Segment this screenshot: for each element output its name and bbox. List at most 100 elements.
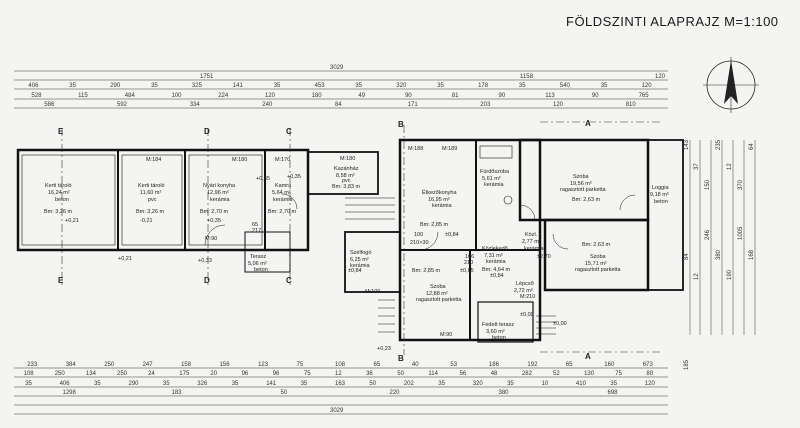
dim-bottom-row3: 410: [576, 381, 587, 387]
dim-top-row4: 586: [44, 102, 55, 108]
dim-bottom-row1: 186: [489, 362, 500, 368]
svg-text:Bm: 2,70 m: Bm: 2,70 m: [268, 209, 297, 215]
right-dimension-lines: [689, 140, 756, 335]
svg-text:ragasztott parketta: ragasztott parketta: [575, 267, 621, 273]
dim-bottom-row2: 175: [179, 371, 190, 377]
dim-right: 246: [705, 229, 711, 240]
dim-bottom-row3: 35: [438, 381, 445, 387]
dim-bottom-row4: 380: [499, 390, 510, 396]
dim-top-row2: 35: [151, 83, 158, 89]
svg-text:3,60 m²: 3,60 m²: [486, 329, 505, 335]
dim-bottom-row4: 698: [608, 390, 619, 396]
svg-text:kerámia: kerámia: [486, 259, 507, 265]
dim-top-row2: 35: [519, 83, 526, 89]
dim-bottom-row2: 96: [273, 371, 280, 377]
svg-text:M:100: M:100: [365, 289, 380, 295]
svg-text:kerámia: kerámia: [484, 182, 505, 188]
top-dimension-lines: [14, 70, 668, 109]
svg-text:Kamra: Kamra: [275, 183, 292, 189]
dim-bottom-row3: 35: [301, 381, 308, 387]
dim-top-row2: 325: [192, 83, 203, 89]
svg-text:±0,84: ±0,84: [490, 273, 504, 279]
svg-text:Szélfogó: Szélfogó: [350, 250, 371, 256]
dim-bottom-row1: 250: [104, 362, 115, 368]
svg-text:Kerti tároló: Kerti tároló: [138, 183, 165, 189]
svg-text:+0,23: +0,23: [377, 346, 391, 352]
dim-bottom-row2: 80: [646, 371, 653, 377]
svg-text:C: C: [286, 127, 292, 136]
dim-bottom-row3: 326: [197, 381, 208, 387]
dim-right: 37: [694, 163, 700, 170]
dim-bottom-row2: 282: [522, 371, 533, 377]
dim-bottom-row3: 120: [645, 381, 656, 387]
room-kozlekedo: Közlekedő 7,31 m² kerámia Bm: 4,64 m: [482, 246, 511, 273]
dim-top-row1: 120: [655, 74, 666, 80]
svg-text:M:180: M:180: [340, 156, 355, 162]
dim-top-row3: 528: [31, 93, 42, 99]
dim-top-row4: 592: [117, 102, 128, 108]
dim-bottom-row2: 96: [242, 371, 249, 377]
svg-text:M:90: M:90: [440, 332, 452, 338]
svg-text:±0,00: ±0,00: [553, 321, 567, 327]
dim-overall-top: 3029: [330, 65, 344, 71]
dim-top-row4: 120: [553, 102, 564, 108]
dim-bottom-row2: 114: [428, 371, 438, 377]
dim-right: 185: [684, 359, 690, 370]
dim-bottom-row1: 384: [66, 362, 77, 368]
svg-text:M:170: M:170: [275, 157, 290, 163]
dim-bottom-row3: 35: [610, 381, 617, 387]
svg-text:M:189: M:189: [442, 146, 457, 152]
room-kerti-tarolo-1: Kerti tároló 16,24 m² beton Bm: 3,26 m: [44, 183, 73, 215]
dim-bottom-row2: 20: [210, 371, 217, 377]
dim-bottom-row3: 35: [507, 381, 514, 387]
dim-bottom-row1: 108: [335, 362, 346, 368]
svg-text:Szoba: Szoba: [573, 174, 590, 180]
dim-top-row2: 35: [274, 83, 281, 89]
dim-bottom-row1: 156: [220, 362, 231, 368]
svg-text:M:180: M:180: [232, 157, 247, 163]
dim-top-row2: 540: [560, 83, 571, 89]
dim-bottom-row3: 35: [25, 381, 32, 387]
svg-text:Lépcső: Lépcső: [516, 281, 534, 287]
dim-top-row3: 90: [499, 93, 506, 99]
dim-top-row4: 171: [408, 102, 419, 108]
room-lepcso: Lépcső 2,72 m²: [514, 281, 534, 294]
svg-text:C: C: [286, 276, 292, 285]
svg-text:16,24 m²: 16,24 m²: [48, 190, 70, 196]
dim-bottom-row2: 50: [397, 371, 404, 377]
svg-text:beton: beton: [492, 335, 506, 341]
dim-right: 370: [738, 179, 744, 190]
svg-text:11,60 m²: 11,60 m²: [140, 190, 161, 196]
dim-bottom-row1: 53: [450, 362, 457, 368]
room-furdoszoba: Fürdőszoba 5,61 m² kerámia: [480, 169, 510, 188]
dim-top-row2: 35: [69, 83, 76, 89]
svg-text:D: D: [204, 276, 210, 285]
dim-bottom-row3: 141: [266, 381, 277, 387]
dim-top-row3: 113: [545, 93, 555, 99]
dim-bottom-row4: 50: [281, 390, 288, 396]
svg-text:ragasztott parketta: ragasztott parketta: [416, 297, 462, 303]
dim-top-row2: 35: [601, 83, 608, 89]
svg-text:E: E: [58, 127, 64, 136]
svg-text:+0,21: +0,21: [118, 256, 132, 262]
dim-right: 84: [684, 253, 690, 260]
svg-text:106: 106: [465, 254, 474, 260]
dim-bottom-row2: 134: [86, 371, 97, 377]
room-szelfogo: Szélfogó 6,25 m² kerámia: [350, 250, 371, 269]
svg-text:Bm: 2,85 m: Bm: 2,85 m: [420, 222, 449, 228]
dim-bottom-row3: 320: [473, 381, 484, 387]
dim-top-row3: 765: [639, 93, 650, 99]
dim-top-row1: 1751: [200, 74, 214, 80]
dim-top-row2: 406: [28, 83, 39, 89]
svg-text:+0,35: +0,35: [287, 174, 301, 180]
bottom-dimension-lines: [14, 367, 668, 415]
svg-text:+0,21: +0,21: [65, 218, 79, 224]
room-szoba-1: Szoba 19,56 m² ragasztott parketta Bm: 2…: [560, 174, 606, 203]
svg-text:+0,33: +0,33: [198, 258, 212, 264]
dim-bottom-row1: 673: [643, 362, 654, 368]
dim-top-row3: 90: [405, 93, 412, 99]
dim-bottom-row1: 158: [181, 362, 192, 368]
dim-bottom-row1: 123: [258, 362, 269, 368]
svg-text:kerámia: kerámia: [432, 203, 453, 209]
